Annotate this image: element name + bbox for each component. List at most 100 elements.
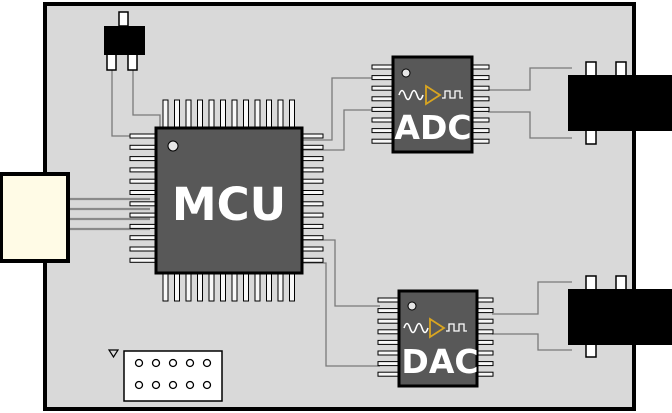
chip-pin [254, 271, 261, 302]
dac-pins [377, 297, 494, 377]
chip-pin [220, 99, 226, 130]
header-hole [168, 358, 178, 368]
header-hole [202, 380, 212, 390]
chip-pin [470, 75, 490, 81]
adc-label: ADC [394, 108, 471, 147]
chip-pin [470, 117, 490, 123]
chip-pin [371, 128, 395, 134]
chip-pin [129, 257, 158, 263]
audio-jack-output [568, 275, 672, 358]
chip-pin [371, 85, 395, 91]
chip-pin [470, 96, 490, 102]
pcb-board [43, 2, 636, 411]
chip-pin [300, 257, 324, 263]
chip-pin [174, 271, 180, 302]
pin1-dot [167, 140, 179, 152]
chip-pin [377, 329, 401, 335]
chip-pin [470, 64, 490, 70]
chip-pin [266, 99, 272, 130]
chip-pin [371, 64, 395, 70]
chip-pin [289, 271, 295, 302]
chip-pin [300, 144, 324, 150]
usb-connector [0, 172, 70, 263]
header-hole [151, 380, 161, 390]
header-hole [185, 380, 195, 390]
chip-pin [129, 156, 158, 162]
pin1-dot [407, 301, 417, 311]
chip-pin [300, 223, 324, 229]
chip-pin [174, 99, 180, 130]
header-hole [151, 358, 161, 368]
chip-pin [300, 178, 324, 184]
chip-pin [377, 339, 401, 345]
chip-pin [377, 318, 401, 324]
pin1-triangle-icon [107, 349, 120, 359]
chip-pin [129, 144, 158, 150]
chip-pin [300, 201, 324, 207]
chip-pin [300, 156, 324, 162]
chip-pin [300, 190, 324, 195]
header-holes [134, 358, 212, 390]
chip-pin [470, 106, 490, 112]
usb-leads [68, 197, 150, 231]
voltage-regulator [104, 11, 145, 71]
chip-pin [371, 138, 395, 144]
chip-pin [470, 138, 490, 144]
chip-pin [129, 178, 158, 184]
header-hole [134, 358, 144, 368]
dac-label: DAC [401, 342, 478, 381]
chip-pin [129, 223, 158, 229]
chip-pin [129, 246, 158, 252]
dac-chip: DAC [397, 289, 479, 388]
chip-pin [371, 75, 395, 81]
chip-pin [277, 271, 284, 302]
chip-pin [300, 246, 324, 252]
chip-pin [475, 297, 494, 303]
chip-pin [129, 167, 158, 173]
chip-pin [231, 271, 238, 302]
chip-pin [470, 128, 490, 134]
chip-pin [197, 99, 203, 130]
chip-pin [300, 212, 324, 218]
chip-pin [243, 271, 249, 302]
chip-pin [254, 99, 261, 130]
chip-pin [475, 318, 494, 324]
chip-pin [377, 371, 401, 377]
chip-pin [129, 235, 158, 241]
chip-pin [371, 106, 395, 112]
chip-pin [220, 271, 226, 302]
chip-pin [289, 99, 295, 130]
chip-pin [162, 99, 169, 130]
mcu-chip: MCU [154, 126, 304, 275]
chip-pin [231, 99, 238, 130]
chip-pin [377, 350, 401, 356]
sine-to-square-waveform-icon [398, 84, 463, 106]
header-hole [202, 358, 212, 368]
chip-pin [371, 96, 395, 102]
chip-pin [129, 190, 158, 195]
chip-pin [475, 329, 494, 335]
header-hole [134, 380, 144, 390]
chip-pin [470, 85, 490, 91]
chip-pin [277, 99, 284, 130]
chip-pin [129, 201, 158, 207]
chip-pin [377, 308, 401, 314]
sine-to-square-waveform-icon [403, 317, 467, 339]
chip-pin [266, 271, 272, 302]
chip-pin [300, 133, 324, 139]
chip-pin [300, 167, 324, 173]
chip-pin [475, 308, 494, 314]
chip-pin [208, 271, 215, 302]
pin1-dot [401, 68, 411, 78]
chip-pin [162, 271, 169, 302]
chip-pin [300, 235, 324, 241]
pin-header [107, 349, 223, 402]
adc-chip: ADC [391, 55, 474, 154]
chip-pin [185, 271, 192, 302]
chip-pin [129, 212, 158, 218]
chip-pin [129, 133, 158, 139]
audio-jack-input [568, 61, 672, 145]
header-hole [168, 380, 178, 390]
chip-pin [185, 99, 192, 130]
